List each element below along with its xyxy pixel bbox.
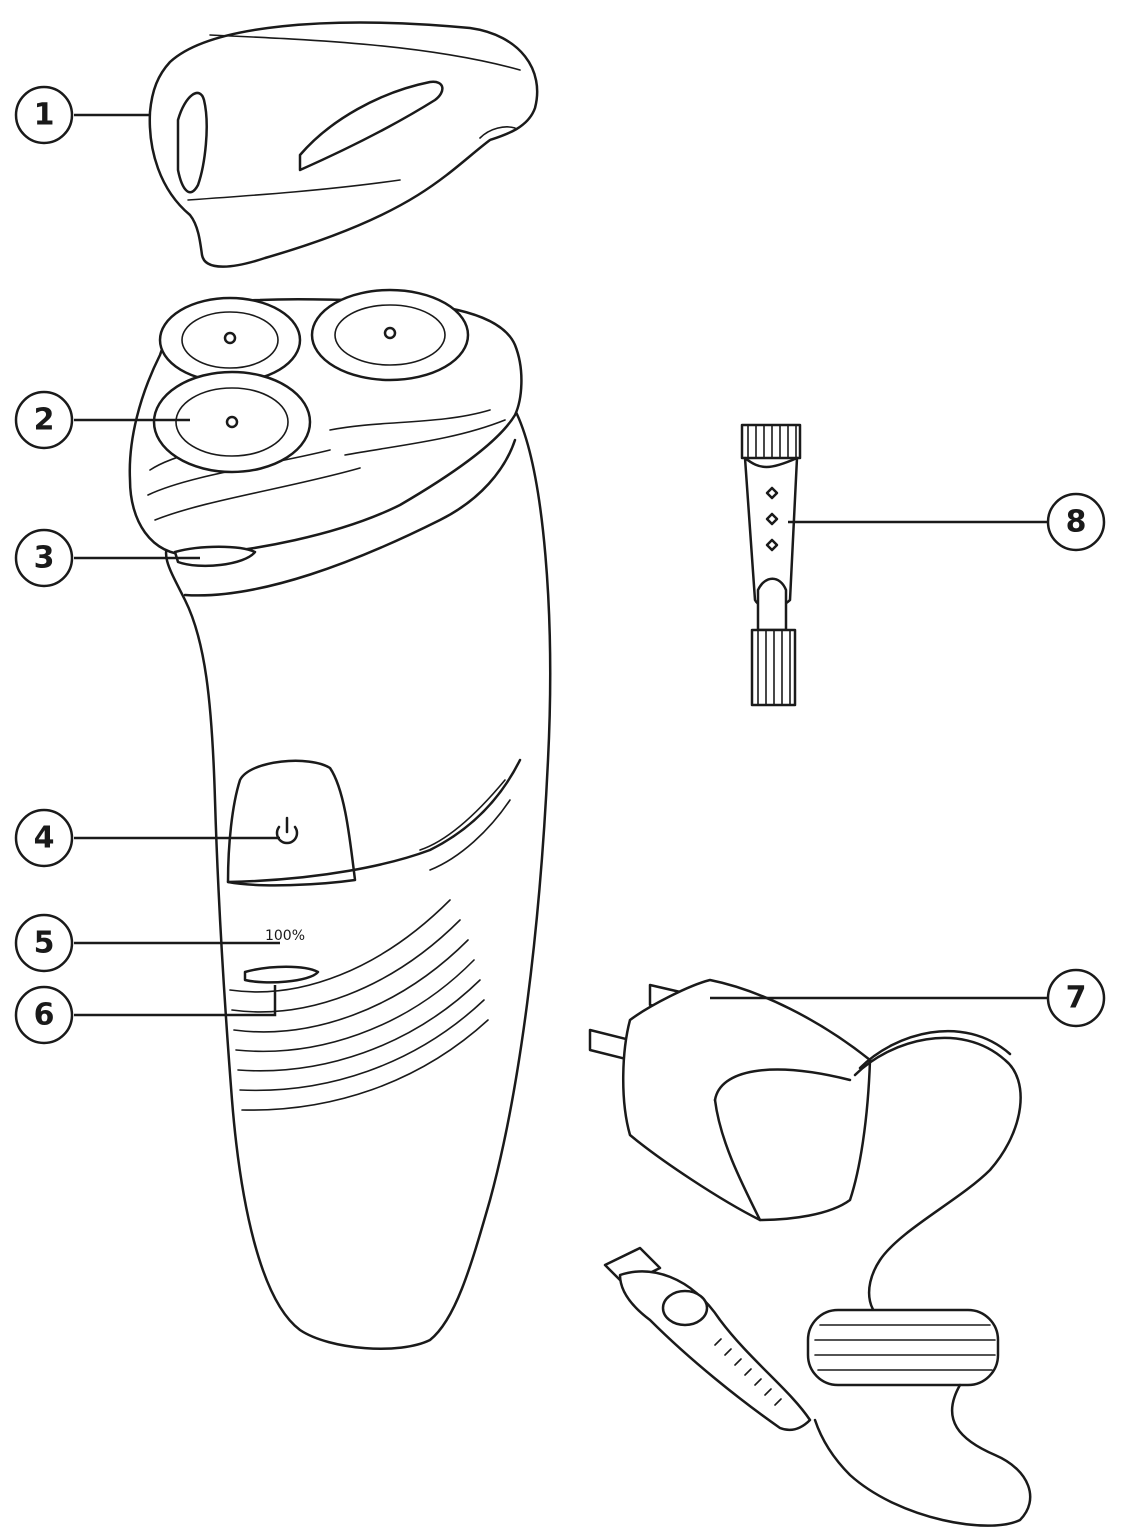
cutter-left-top <box>158 296 302 384</box>
callout-2: 2 <box>14 390 74 450</box>
callout-label-8: 8 <box>1066 505 1087 540</box>
cutter-right-top <box>310 288 470 382</box>
callout-7: 7 <box>1046 968 1106 1028</box>
callout-label-5: 5 <box>34 926 55 961</box>
on-off-button <box>226 759 357 887</box>
callout-1: 1 <box>14 85 74 145</box>
leader-lines <box>74 113 1050 1017</box>
release-button <box>173 545 257 568</box>
charging-light <box>243 965 320 984</box>
callout-5: 5 <box>14 913 74 973</box>
callout-6: 6 <box>14 985 74 1045</box>
adapter <box>588 978 1032 1527</box>
callout-label-1: 1 <box>34 98 55 133</box>
callout-label-6: 6 <box>34 998 55 1033</box>
callout-4: 4 <box>14 808 74 868</box>
callout-3: 3 <box>14 528 74 588</box>
callout-8: 8 <box>1046 492 1106 552</box>
power-icon <box>275 816 299 845</box>
socket-symbol: 100% <box>265 928 305 944</box>
callout-label-3: 3 <box>34 541 55 576</box>
callout-label-2: 2 <box>34 403 55 438</box>
cutter-front <box>152 370 312 474</box>
cleaning-brush <box>740 423 802 707</box>
callout-label-7: 7 <box>1066 981 1087 1016</box>
grip-ribs <box>229 779 511 1111</box>
shaver-body: 100% <box>128 288 552 1350</box>
svg-text:100%: 100% <box>265 928 305 944</box>
protective-cap <box>148 21 539 268</box>
callout-label-4: 4 <box>34 821 55 856</box>
